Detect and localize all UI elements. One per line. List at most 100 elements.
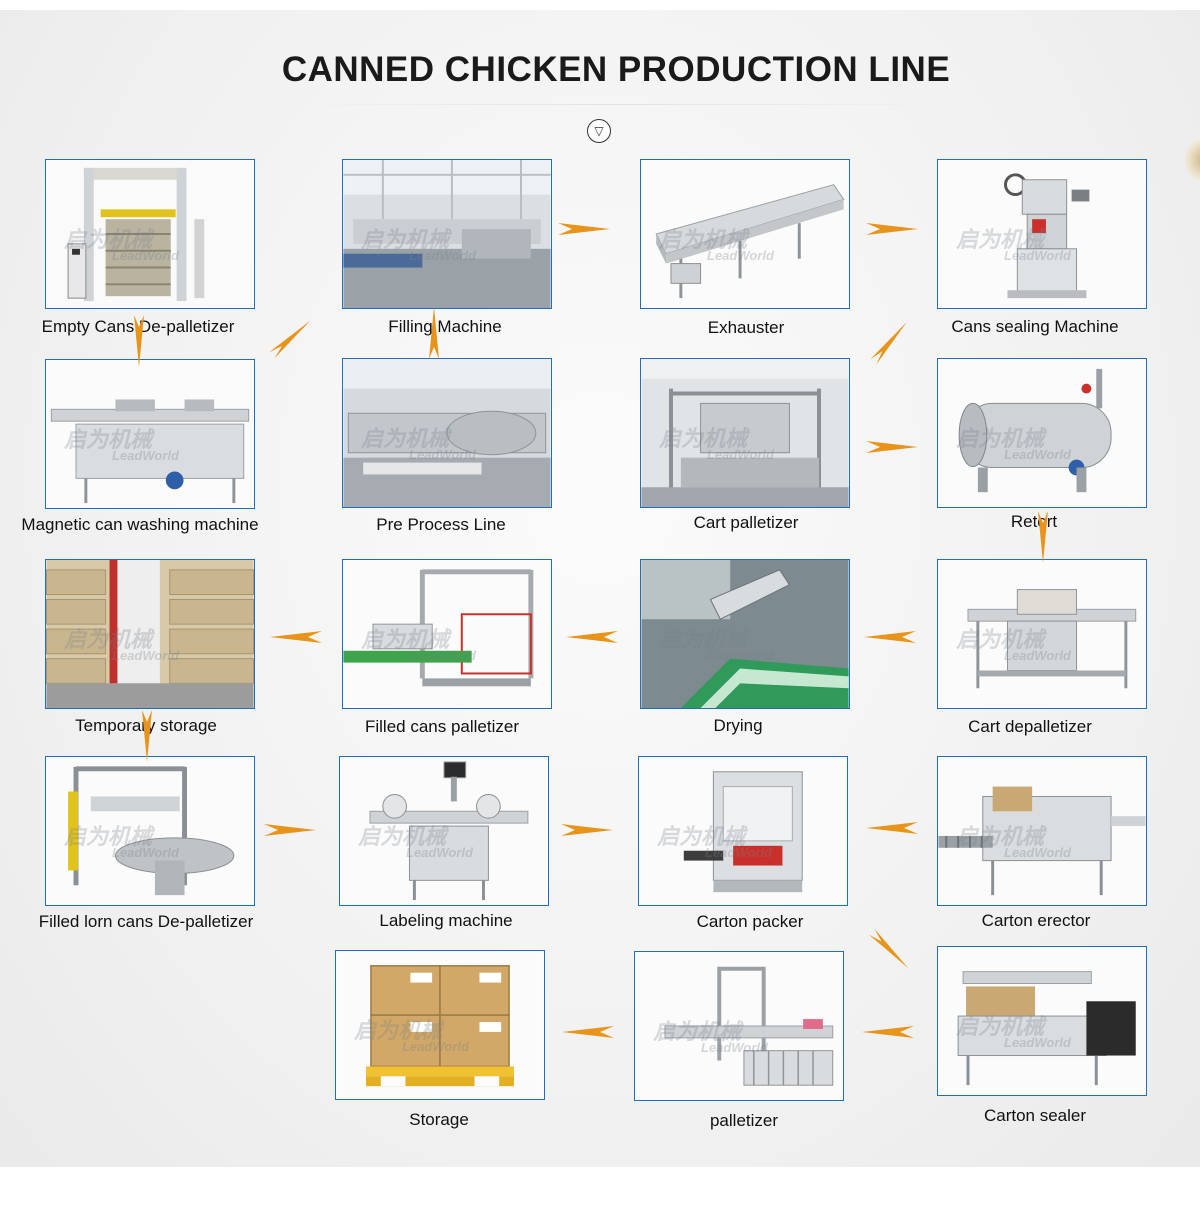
palletizer-frame-icon: [343, 560, 551, 708]
watermark-en: LeadWorld: [112, 448, 179, 463]
flow-arrow-up: [426, 307, 442, 359]
flow-arrow-left: [862, 1024, 914, 1040]
label-cart-depalletizer: Cart depalletizer: [968, 717, 1092, 736]
flow-arrow-right: [558, 221, 610, 237]
palletizer-gantry-icon: [635, 952, 843, 1100]
watermark-cn: 启为机械: [653, 1019, 742, 1044]
watermark-cn: 启为机械: [358, 824, 447, 849]
flow-arrow-diagonal-up: [261, 310, 321, 366]
washer-conveyor-icon: [46, 360, 254, 508]
flow-arrow-left: [866, 820, 918, 836]
watermark-cn: 启为机械: [659, 627, 748, 652]
label-palletizer: palletizer: [709, 1111, 779, 1130]
label-storage: Storage: [409, 1110, 469, 1129]
card-cart-depalletizer[interactable]: 启为机械 LeadWorld: [937, 559, 1147, 709]
carton-packer-icon: [639, 757, 847, 905]
label-filled-lorn-cans-de-palletizer: Filled lorn cans De-palletizer: [38, 912, 254, 931]
watermark-cn: 启为机械: [657, 824, 746, 849]
factory-line-icon: [343, 160, 551, 308]
watermark-cn: 启为机械: [64, 227, 153, 252]
watermark-cn: 启为机械: [956, 1014, 1045, 1039]
watermark-cn: 启为机械: [956, 627, 1045, 652]
label-exhauster: Exhauster: [707, 318, 785, 337]
watermark-en: LeadWorld: [701, 1040, 768, 1055]
flow-arrow-right: [561, 822, 613, 838]
seamer-icon: [938, 160, 1146, 308]
chevron-down-circle-icon[interactable]: ▽: [587, 119, 611, 143]
watermark-cn: 启为机械: [361, 426, 450, 451]
card-carton-sealer[interactable]: 启为机械 LeadWorld: [937, 946, 1147, 1096]
watermark-en: LeadWorld: [402, 1039, 469, 1054]
card-filling-machine[interactable]: 启为机械 LeadWorld: [342, 159, 552, 309]
label-pre-process-line: Pre Process Line: [376, 515, 506, 534]
watermark-en: LeadWorld: [707, 447, 774, 462]
watermark-cn: 启为机械: [64, 824, 153, 849]
watermark-cn: 启为机械: [361, 227, 450, 252]
card-labeling-machine[interactable]: 启为机械 LeadWorld: [339, 756, 549, 906]
carton-erector-icon: [938, 757, 1146, 905]
bottom-band: [0, 1167, 1200, 1221]
card-filled-lorn-cans-de-palletizer[interactable]: 启为机械 LeadWorld: [45, 756, 255, 906]
card-storage[interactable]: 启为机械 LeadWorld: [335, 950, 545, 1100]
label-filled-cans-palletizer: Filled cans palletizer: [364, 717, 520, 736]
flow-arrow-down: [139, 710, 155, 762]
watermark-en: LeadWorld: [705, 845, 772, 860]
card-magnetic-can-washing-machine[interactable]: 启为机械 LeadWorld: [45, 359, 255, 509]
watermark-en: LeadWorld: [409, 248, 476, 263]
flow-arrow-down: [1035, 511, 1051, 563]
labeler-icon: [340, 757, 548, 905]
flow-arrow-left: [864, 629, 916, 645]
card-palletizer[interactable]: 启为机械 LeadWorld: [634, 951, 844, 1101]
flow-arrow-diagonal-up: [863, 312, 918, 373]
boxes-on-pallet-icon: [336, 951, 544, 1099]
flow-arrow-right: [866, 221, 918, 237]
label-cans-sealing-machine: Cans sealing Machine: [951, 317, 1119, 336]
watermark-en: LeadWorld: [1004, 845, 1071, 860]
flow-arrow-right: [866, 439, 918, 455]
watermark-en: LeadWorld: [406, 845, 473, 860]
card-drying[interactable]: 启为机械 LeadWorld: [640, 559, 850, 709]
card-carton-packer[interactable]: 启为机械 LeadWorld: [638, 756, 848, 906]
watermark-cn: 启为机械: [659, 227, 748, 252]
watermark-cn: 启为机械: [354, 1018, 443, 1043]
factory-line-icon: [343, 359, 551, 507]
watermark-en: LeadWorld: [707, 248, 774, 263]
watermark-en: LeadWorld: [409, 648, 476, 663]
flow-arrow-right: [264, 822, 316, 838]
watermark-cn: 启为机械: [64, 427, 153, 452]
watermark-en: LeadWorld: [1004, 248, 1071, 263]
label-carton-erector: Carton erector: [981, 911, 1091, 930]
gantry-depalletizer-icon: [46, 160, 254, 308]
watermark-en: LeadWorld: [1004, 1035, 1071, 1050]
card-temporary-storage[interactable]: 启为机械 LeadWorld: [45, 559, 255, 709]
watermark-cn: 启为机械: [361, 627, 450, 652]
flow-arrow-diagonal-down: [861, 921, 919, 979]
conveyor-tunnel-icon: [641, 160, 849, 308]
retort-vessel-icon: [938, 359, 1146, 507]
label-labeling-machine: Labeling machine: [379, 911, 513, 930]
card-pre-process-line[interactable]: 启为机械 LeadWorld: [342, 358, 552, 508]
card-cans-sealing-machine[interactable]: 启为机械 LeadWorld: [937, 159, 1147, 309]
label-magnetic-can-washing-machine: Magnetic can washing machine: [21, 515, 259, 534]
card-exhauster[interactable]: 启为机械 LeadWorld: [640, 159, 850, 309]
flow-arrow-down: [131, 315, 147, 367]
label-drying: Drying: [713, 716, 763, 735]
watermark-en: LeadWorld: [1004, 447, 1071, 462]
watermark-cn: 启为机械: [659, 426, 748, 451]
card-carton-erector[interactable]: 启为机械 LeadWorld: [937, 756, 1147, 906]
card-cart-palletizer[interactable]: 启为机械 LeadWorld: [640, 358, 850, 508]
label-carton-sealer: Carton sealer: [983, 1106, 1087, 1125]
pallet-stack-icon: [46, 560, 254, 708]
watermark-en: LeadWorld: [1004, 648, 1071, 663]
decorative-ring: [1185, 135, 1200, 185]
card-filled-cans-palletizer[interactable]: 启为机械 LeadWorld: [342, 559, 552, 709]
card-retort[interactable]: 启为机械 LeadWorld: [937, 358, 1147, 508]
drying-conveyor-icon: [641, 560, 849, 708]
label-carton-packer: Carton packer: [696, 912, 804, 931]
cart-depalletizer-icon: [938, 560, 1146, 708]
watermark-en: LeadWorld: [707, 648, 774, 663]
cart-frame-icon: [641, 359, 849, 507]
card-empty-cans-de-palletizer[interactable]: 启为机械 LeadWorld: [45, 159, 255, 309]
flow-arrow-left: [270, 629, 322, 645]
label-cart-palletizer: Cart palletizer: [693, 513, 799, 532]
